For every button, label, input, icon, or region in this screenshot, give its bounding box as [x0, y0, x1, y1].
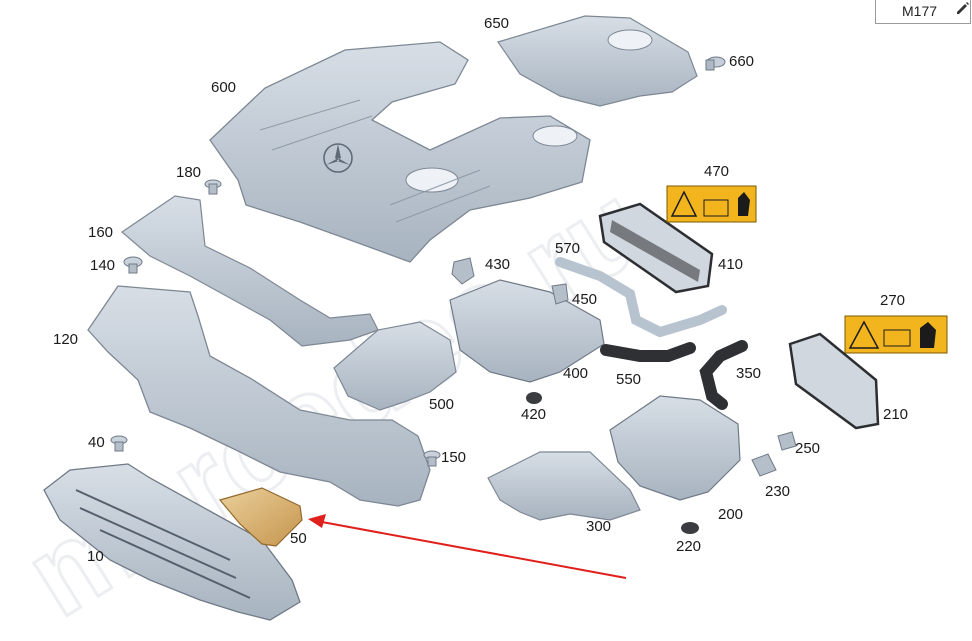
part-160-seal[interactable]	[121, 195, 379, 347]
callout-120[interactable]: 120	[53, 331, 79, 348]
callout-200[interactable]: 200	[718, 506, 744, 523]
callout-270[interactable]: 270	[880, 292, 906, 309]
callout-50[interactable]: 50	[290, 530, 307, 547]
part-350-hose[interactable]	[699, 340, 748, 410]
model-code: M177	[902, 3, 938, 19]
part-300-duct[interactable]	[487, 451, 641, 521]
callout-600[interactable]: 600	[211, 79, 237, 96]
callout-650[interactable]: 650	[484, 15, 510, 32]
hand-warning-icon	[738, 192, 750, 216]
part-250-connector[interactable]	[777, 431, 797, 451]
edit-icon[interactable]	[955, 0, 971, 16]
part-450-connector[interactable]	[551, 283, 569, 305]
part-200-filter-housing[interactable]	[609, 395, 741, 501]
part-50-bracket[interactable]	[218, 487, 303, 547]
callout-40[interactable]: 40	[88, 434, 105, 451]
callout-230[interactable]: 230	[765, 483, 791, 500]
callout-660[interactable]: 660	[729, 53, 755, 70]
part-120-trim[interactable]	[87, 285, 431, 507]
part-550-hose[interactable]	[600, 342, 696, 362]
mercedes-star-icon	[323, 143, 353, 173]
manual-icon	[703, 199, 729, 217]
part-570-hose[interactable]	[555, 257, 727, 338]
callout-410[interactable]: 410	[718, 256, 744, 273]
part-220-grommet[interactable]	[681, 522, 699, 534]
callout-10[interactable]: 10	[87, 548, 104, 565]
highlight-arrow	[308, 514, 627, 579]
callout-250[interactable]: 250	[795, 440, 821, 457]
model-code-box: M177	[875, 0, 971, 24]
part-420-grommet[interactable]	[526, 392, 542, 404]
callout-550[interactable]: 550	[616, 371, 642, 388]
part-500-duct[interactable]	[333, 321, 457, 411]
callout-350[interactable]: 350	[736, 365, 762, 382]
callout-150[interactable]: 150	[441, 449, 467, 466]
callout-400[interactable]: 400	[563, 365, 589, 382]
callout-140[interactable]: 140	[90, 257, 116, 274]
callout-300[interactable]: 300	[586, 518, 612, 535]
callout-470[interactable]: 470	[704, 163, 730, 180]
callout-210[interactable]: 210	[883, 406, 909, 423]
part-180-clip[interactable]	[204, 179, 222, 195]
part-140-clip[interactable]	[123, 256, 143, 274]
high-voltage-warning-icon	[670, 190, 698, 217]
callout-420[interactable]: 420	[521, 406, 547, 423]
part-210-module[interactable]	[788, 332, 880, 430]
callout-430[interactable]: 430	[485, 256, 511, 273]
part-430-part[interactable]	[451, 257, 475, 285]
part-230-connector[interactable]	[751, 453, 777, 477]
part-150-clip[interactable]	[423, 450, 441, 467]
part-470-warning-label[interactable]	[666, 185, 757, 223]
part-650-cover[interactable]	[497, 15, 698, 107]
part-40-clip[interactable]	[110, 435, 128, 452]
part-410-module[interactable]	[598, 202, 714, 294]
callout-220[interactable]: 220	[676, 538, 702, 555]
callout-570[interactable]: 570	[555, 240, 581, 257]
part-660-screw[interactable]	[705, 56, 726, 71]
part-400-filter-housing[interactable]	[449, 279, 605, 383]
callout-160[interactable]: 160	[88, 224, 114, 241]
part-10-manifold[interactable]	[43, 463, 301, 621]
callout-180[interactable]: 180	[176, 164, 202, 181]
part-600-engine-cover[interactable]	[209, 41, 591, 263]
part-270-warning-label[interactable]	[844, 315, 948, 354]
callout-450[interactable]: 450	[572, 291, 598, 308]
callout-500[interactable]: 500	[429, 396, 455, 413]
